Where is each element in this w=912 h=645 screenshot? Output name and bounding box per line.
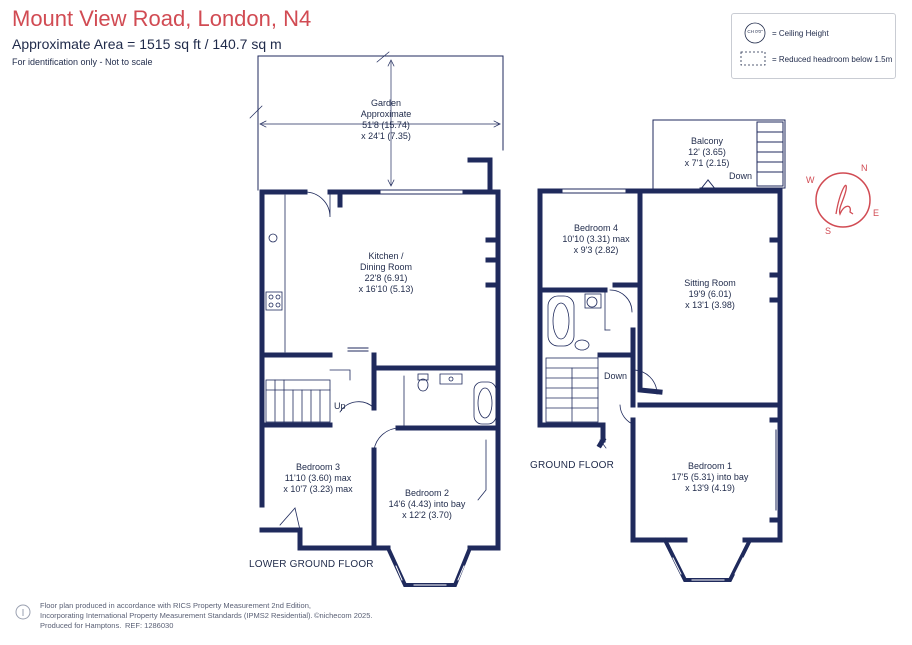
room-balcony: Balcony 12' (3.65)x 7'1 (2.15) <box>684 136 730 168</box>
ground-floor-windows <box>561 188 777 511</box>
compass-west: W <box>806 175 815 185</box>
h-logo-icon <box>835 184 854 216</box>
compass-south: S <box>825 226 832 236</box>
footer-copyright: ©nichecom 2025. <box>314 611 373 620</box>
bedroom3-door <box>279 439 487 531</box>
lower-ground-stairs <box>265 379 331 423</box>
stairs-up-label: Up <box>334 401 346 411</box>
compass-logo <box>815 172 871 228</box>
balcony-outline <box>652 119 786 191</box>
ground-bay <box>662 537 753 582</box>
ground-stairs <box>545 357 607 449</box>
footer-ref: REF: 1286030 <box>125 621 174 630</box>
footer-line-3: Produced for Hamptons. <box>40 621 122 630</box>
compass-east: E <box>873 208 880 218</box>
ground-bathroom <box>547 289 658 426</box>
lower-ground-windows <box>347 189 466 352</box>
kitchen-details <box>265 191 401 451</box>
page-title: Mount View Road, London, N4 <box>12 6 312 31</box>
reduced-headroom-label: = Reduced headroom below 1.5m <box>772 55 893 64</box>
room-kitchen: Kitchen /Dining Room 22'8 (6.91)x 16'10 … <box>358 251 414 294</box>
room-sitting-room: Sitting Room 19'9 (6.01)x 13'1 (3.98) <box>684 278 736 310</box>
footer-line-2: Incorporating International Property Mea… <box>40 611 313 620</box>
ceiling-icon-text: CH 0'0" <box>747 29 763 34</box>
ground-floor-walls <box>537 188 783 543</box>
ceiling-height-label: = Ceiling Height <box>772 29 829 38</box>
legend-box: CH 0'0" = Ceiling Height = Reduced headr… <box>731 13 896 79</box>
compass-ring <box>815 172 871 228</box>
legend-icons <box>740 22 766 66</box>
identification-note: For identification only - Not to scale <box>12 57 153 67</box>
balcony-down-label: Down <box>729 171 753 181</box>
ceiling-height-icon <box>744 22 766 44</box>
compass-north: N <box>861 163 868 173</box>
footer-line-1: Floor plan produced in accordance with R… <box>40 601 311 610</box>
stairs-down-label: Down <box>604 371 628 381</box>
garden-outline <box>249 51 504 191</box>
approximate-area: Approximate Area = 1515 sq ft / 140.7 sq… <box>12 36 282 52</box>
lower-ground-walls <box>259 157 501 551</box>
ground-floor-label: GROUND FLOOR <box>530 460 615 471</box>
lower-ground-floor-label: LOWER GROUND FLOOR <box>249 559 374 570</box>
lower-ground-bathroom <box>403 373 497 427</box>
reduced-headroom-icon <box>740 51 766 66</box>
